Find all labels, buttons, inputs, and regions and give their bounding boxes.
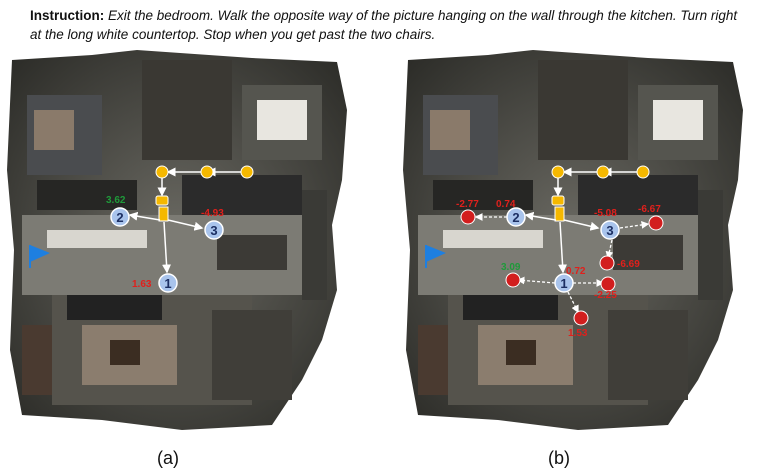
lower-right-room xyxy=(212,310,292,400)
explored-score: -2.25 xyxy=(594,290,617,301)
room-top-middle xyxy=(142,60,232,160)
explore-edge xyxy=(516,276,556,285)
explored-score: 0.74 xyxy=(496,199,516,210)
sofa-left xyxy=(418,325,448,395)
coffee-table xyxy=(506,340,536,365)
long-white-countertop xyxy=(443,230,543,248)
score-label-3: -4.93 xyxy=(201,208,224,219)
svg-text:2: 2 xyxy=(116,210,123,225)
history-node xyxy=(596,165,610,179)
history-node xyxy=(636,165,650,179)
dark-table xyxy=(613,235,683,270)
explored-score: -2.77 xyxy=(456,199,479,210)
candidate-edge xyxy=(128,211,161,221)
candidate-node-3[interactable]: 3 xyxy=(600,220,620,240)
instruction-label: Instruction: xyxy=(30,8,105,23)
explored-score: -6.67 xyxy=(638,204,661,215)
room-top-middle xyxy=(538,60,628,160)
dark-wall xyxy=(182,175,302,215)
candidate-node-1[interactable]: 1 xyxy=(554,273,574,293)
score-label-2: 3.62 xyxy=(106,195,126,206)
kitchen-counter xyxy=(37,180,137,210)
explored-score: 1.53 xyxy=(568,328,588,339)
explored-node[interactable] xyxy=(600,276,616,292)
floorplan-svg-a: 2 3 1 3.62 -4.93 1.63 xyxy=(7,50,347,430)
caption-b: (b) xyxy=(548,448,570,468)
coffee-table xyxy=(110,340,140,365)
candidate-edge xyxy=(563,219,600,231)
history-node xyxy=(155,165,169,179)
caption-a: (a) xyxy=(157,448,179,468)
svg-text:2: 2 xyxy=(512,210,519,225)
explored-score: 3.09 xyxy=(501,262,521,273)
panel-a-floorplan: 2 3 1 3.62 -4.93 1.63 xyxy=(2,50,357,435)
sofa xyxy=(67,295,162,320)
agent-body xyxy=(554,206,565,222)
svg-text:3: 3 xyxy=(606,223,613,238)
explored-score: -5.08 xyxy=(594,208,617,219)
explore-edge xyxy=(567,291,579,314)
candidate-edge xyxy=(162,221,172,274)
history-node xyxy=(240,165,254,179)
candidate-edge xyxy=(524,211,557,221)
candidate-edge xyxy=(167,219,204,231)
bedroom-left-bed xyxy=(430,110,470,150)
lower-right-room xyxy=(608,310,688,400)
bed-right xyxy=(257,100,307,140)
dark-wall xyxy=(578,175,698,215)
bookshelf-right xyxy=(302,190,327,300)
agent-marker xyxy=(155,195,169,206)
agent-marker xyxy=(551,195,565,206)
explore-edge xyxy=(605,239,614,260)
explored-score: 0.72 xyxy=(566,266,586,277)
instruction-text: Instruction: Exit the bedroom. Walk the … xyxy=(30,6,750,44)
explored-node[interactable] xyxy=(505,272,521,288)
candidate-node-2[interactable]: 2 xyxy=(506,207,526,227)
goal-flag xyxy=(30,245,50,262)
svg-text:1: 1 xyxy=(560,276,567,291)
explored-node[interactable] xyxy=(599,255,615,271)
candidate-edge xyxy=(558,221,568,274)
explored-node[interactable] xyxy=(573,310,589,326)
sofa xyxy=(463,295,558,320)
instruction-body: Exit the bedroom. Walk the opposite way … xyxy=(30,8,738,42)
sofa-left xyxy=(22,325,52,395)
kitchen-counter xyxy=(433,180,533,210)
candidate-node-2[interactable]: 2 xyxy=(110,207,130,227)
bookshelf-right xyxy=(698,190,723,300)
history-node xyxy=(200,165,214,179)
bed-right xyxy=(653,100,703,140)
explored-node[interactable] xyxy=(648,215,664,231)
goal-flag xyxy=(426,245,446,262)
panel-b-floorplan: 2 3 1 -2.77 0.74 -5.08 -6.67 -6.69 3.09 … xyxy=(398,50,753,435)
long-white-countertop xyxy=(47,230,147,248)
candidate-node-1[interactable]: 1 xyxy=(158,273,178,293)
agent-body xyxy=(158,206,169,222)
svg-text:3: 3 xyxy=(210,223,217,238)
explored-score: -6.69 xyxy=(617,259,640,270)
candidate-node-3[interactable]: 3 xyxy=(204,220,224,240)
history-node xyxy=(551,165,565,179)
bedroom-left-bed xyxy=(34,110,74,150)
svg-text:1: 1 xyxy=(164,276,171,291)
explored-node[interactable] xyxy=(460,209,476,225)
floorplan-svg-b: 2 3 1 -2.77 0.74 -5.08 -6.67 -6.69 3.09 … xyxy=(403,50,743,430)
score-label-1: 1.63 xyxy=(132,279,152,290)
dark-table xyxy=(217,235,287,270)
